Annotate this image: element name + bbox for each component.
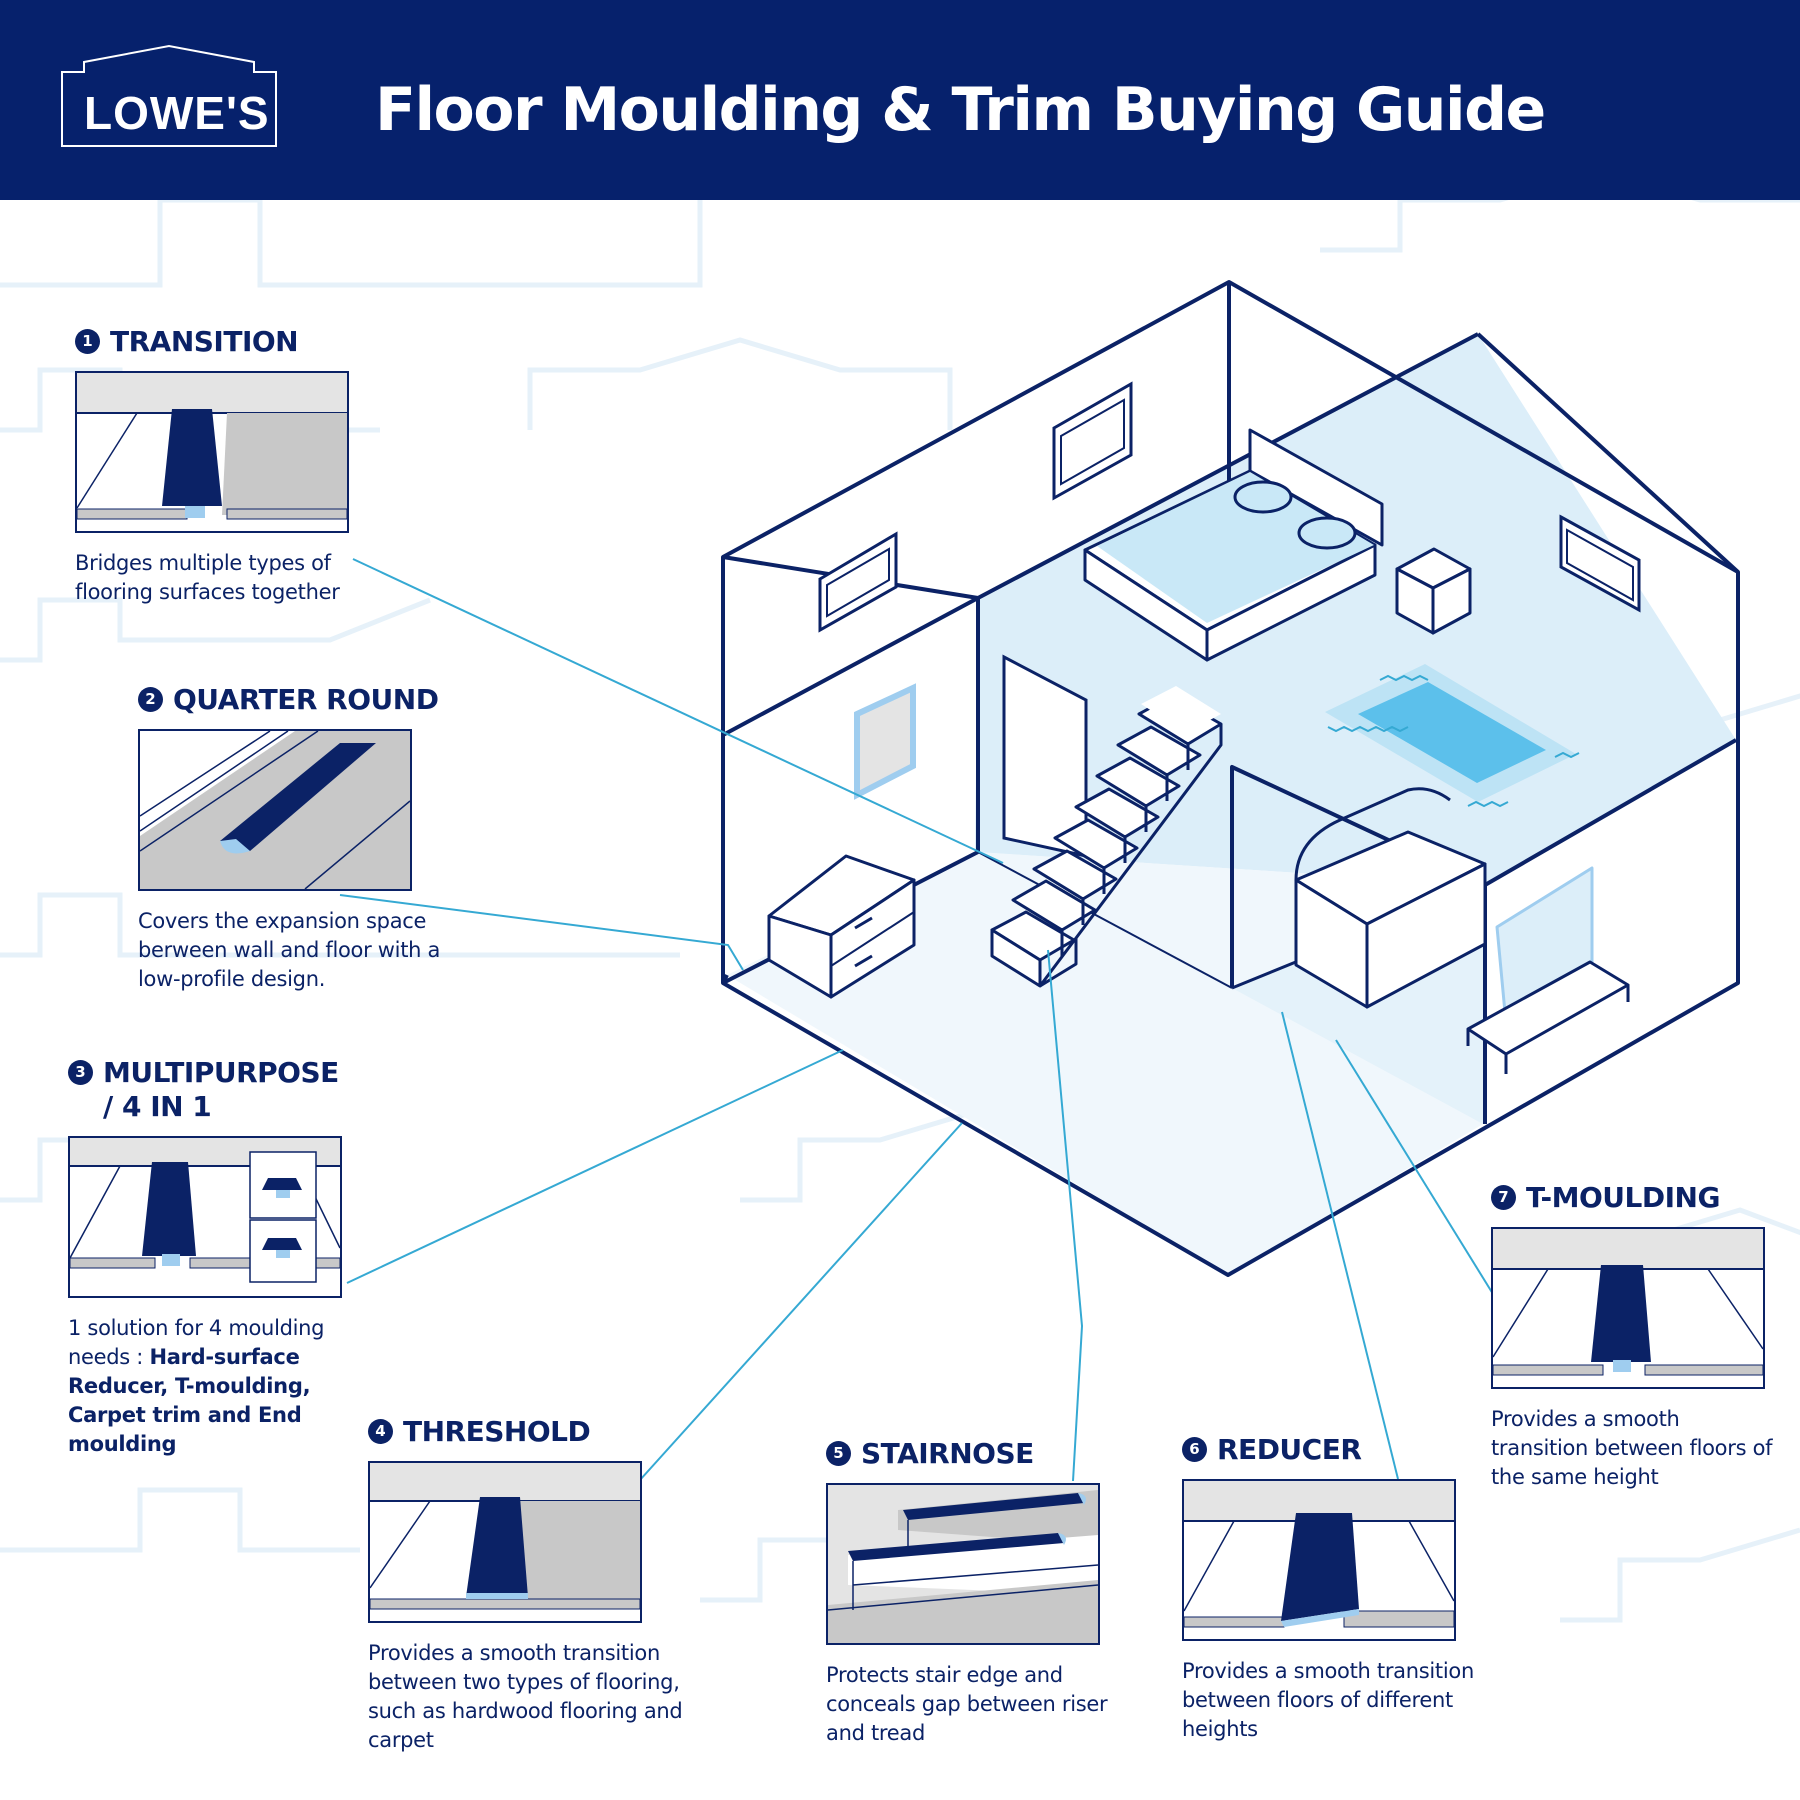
reducer-moulding-icon	[1182, 1479, 1456, 1641]
item-description: Covers the expansion space berween wall …	[138, 909, 441, 991]
item-description: 1 solution for 4 moulding needs : Hard-s…	[68, 1314, 358, 1459]
quarter-round-icon	[138, 729, 412, 891]
rug-icon	[1325, 664, 1580, 808]
page-title: Floor Moulding & Trim Buying Guide	[375, 75, 1546, 145]
item-number-badge: 1	[75, 329, 100, 354]
item-heading: 4 THRESHOLD	[368, 1415, 728, 1449]
item-title: TRANSITION	[110, 325, 299, 358]
item-title: REDUCER	[1217, 1433, 1362, 1466]
bed-icon	[1083, 428, 1384, 662]
item-number-badge: 5	[826, 1441, 851, 1466]
couch-icon	[1294, 787, 1487, 1009]
item-description: Bridges multiple types of flooring surfa…	[75, 551, 340, 604]
item-heading: 3 MULTIPURPOSE / 4 IN 1	[68, 1056, 368, 1124]
item-title: THRESHOLD	[403, 1415, 591, 1448]
item-number-badge: 3	[68, 1060, 93, 1085]
item-number-badge: 7	[1491, 1185, 1516, 1210]
item-title: T-MOULDING	[1526, 1181, 1720, 1214]
item-number-badge: 6	[1182, 1437, 1207, 1462]
multipurpose-moulding-icon	[68, 1136, 342, 1298]
staircase-icon	[990, 686, 1223, 988]
item-number-badge: 2	[138, 687, 163, 712]
item-title: QUARTER ROUND	[173, 683, 439, 716]
item-quarter-round: 2 QUARTER ROUND Covers the expansion spa…	[138, 683, 498, 994]
lowes-logo: LOWE'S	[60, 44, 278, 148]
item-heading: 2 QUARTER ROUND	[138, 683, 498, 717]
item-description: Provides a smooth transition between flo…	[1182, 1659, 1474, 1741]
item-heading: 5 STAIRNOSE	[826, 1437, 1146, 1471]
item-t-moulding: 7 T-MOULDING Provides a smooth transitio…	[1491, 1181, 1791, 1492]
leader-lines	[339, 558, 1494, 1482]
threshold-moulding-icon	[368, 1461, 642, 1623]
item-description: Protects stair edge and conceals gap bet…	[826, 1663, 1108, 1745]
item-transition: 1 TRANSITION Bridges multiple types of f…	[75, 325, 405, 607]
item-title: STAIRNOSE	[861, 1437, 1034, 1470]
item-heading: 7 T-MOULDING	[1491, 1181, 1791, 1215]
item-description-bold: Hard-surface Reducer, T-moulding, Carpet…	[68, 1345, 311, 1456]
item-heading: 1 TRANSITION	[75, 325, 405, 359]
t-moulding-icon	[1491, 1227, 1765, 1389]
tv-stand-icon	[1466, 866, 1630, 1074]
item-stairnose: 5 STAIRNOSE Protects stair edge and conc…	[826, 1437, 1146, 1748]
stairnose-icon	[826, 1483, 1100, 1645]
item-multipurpose: 3 MULTIPURPOSE / 4 IN 1 1 solution for 4…	[68, 1056, 368, 1459]
logo-house-outline-icon	[61, 44, 277, 147]
header-bar: LOWE'S Floor Moulding & Trim Buying Guid…	[0, 0, 1800, 200]
item-heading: 6 REDUCER	[1182, 1433, 1512, 1467]
item-threshold: 4 THRESHOLD Provides a smooth transition…	[368, 1415, 728, 1755]
item-reducer: 6 REDUCER Provides a smooth transition b…	[1182, 1433, 1512, 1744]
item-description: Provides a smooth transition between two…	[368, 1641, 683, 1752]
item-description-plain: 1 solution for 4 moulding needs :	[68, 1316, 325, 1369]
dresser-icon	[767, 854, 916, 999]
item-title: MULTIPURPOSE / 4 IN 1	[103, 1056, 339, 1123]
item-number-badge: 4	[368, 1419, 393, 1444]
transition-moulding-icon	[75, 371, 349, 533]
item-description: Provides a smooth transition between flo…	[1491, 1407, 1773, 1489]
logo-text: LOWE'S	[84, 87, 270, 139]
